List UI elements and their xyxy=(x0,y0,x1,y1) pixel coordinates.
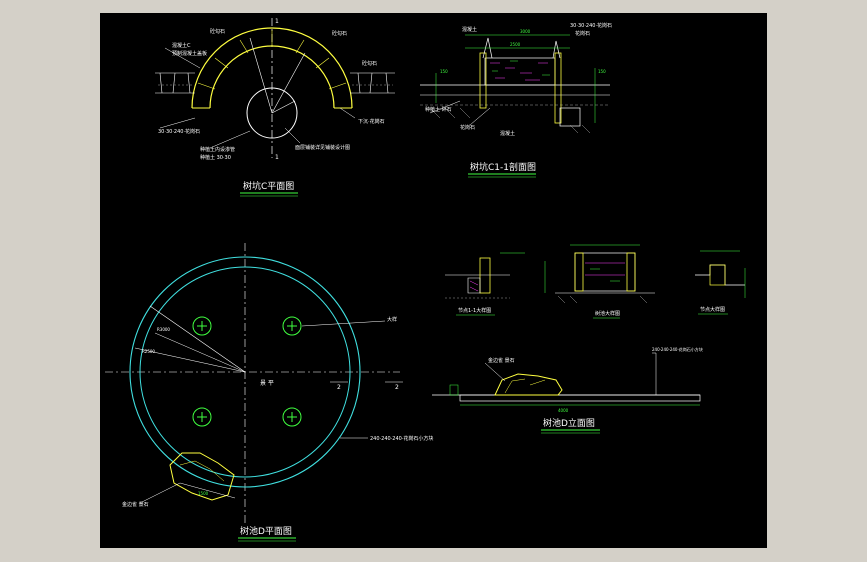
title-tree-pit-c-plan: 树坑C平面图 xyxy=(243,180,294,192)
title-tree-pool-d-elevation: 树池D立面图 xyxy=(543,417,595,429)
inner-ring xyxy=(139,266,351,478)
annotation-c2: 金边雀 景石 xyxy=(488,357,515,364)
section-mark-top: 1 xyxy=(275,18,279,25)
tree-pool-d-elevation: 金边雀 景石 240·240·240·花岗石小方块 4000 树池D立面图 xyxy=(432,346,703,434)
tree-symbols xyxy=(192,316,302,427)
svg-text:3000: 3000 xyxy=(520,29,531,34)
annotation-a8: 种植土内设渗管 xyxy=(200,146,235,153)
detail-1: 节点1-1大样图 xyxy=(445,252,525,316)
annotation-a11: 下沉·花岗石 xyxy=(358,118,385,125)
annotation-d2: 花岗石 xyxy=(460,124,475,131)
detail-3: 节点大样图 xyxy=(695,250,746,315)
title-tree-pool-d-plan: 树池D平面图 xyxy=(240,525,292,537)
annotation-c3: 4000 xyxy=(558,408,569,413)
svg-text:150: 150 xyxy=(598,69,606,74)
detail-sections: 节点1-1大样图 树池大样图 xyxy=(445,244,746,319)
annotation-d1: 种植土·碎石 xyxy=(425,106,452,113)
annotation-c1: 240·240·240·花岗石小方块 xyxy=(652,346,703,352)
annotation-b8: R2500 xyxy=(142,349,155,354)
annotation-b2: 240·240·240·花岗石小方块 xyxy=(370,435,433,442)
annotation-a10: 面层铺装详见铺装设计图 xyxy=(295,144,350,151)
annotation-a1: 砼勾石 xyxy=(210,28,225,35)
detail-2: 树池大样图 xyxy=(544,244,655,319)
svg-text:150: 150 xyxy=(440,69,448,74)
outer-arch xyxy=(191,27,353,109)
tree-pit-c-plan: 砼勾石 砼勾石 砼勾石 混凝土C 预制混凝土盖板 30·30·240·花岗石 种… xyxy=(155,18,395,197)
outer-ring xyxy=(129,256,361,488)
svg-text:1500: 1500 xyxy=(198,491,209,496)
annotation-a6: 混凝土 xyxy=(462,26,477,33)
svg-text:2500: 2500 xyxy=(510,42,521,47)
title-detail-1: 节点1-1大样图 xyxy=(458,307,491,314)
title-detail-3: 节点大样图 xyxy=(700,306,725,313)
landscape-rock xyxy=(169,452,235,501)
annotation-a5: 预制混凝土盖板 xyxy=(172,50,207,57)
tree-pit-c-section: 3000 2500 150 150 混凝土 30·30·240·花岗石 花岗石 … xyxy=(420,22,612,178)
annotation-b7: R3000 xyxy=(157,327,170,332)
annotation-b3: 金边雀 景石 xyxy=(122,501,149,508)
annotation-a9: 种植土 30·30 xyxy=(200,154,231,161)
annotation-b5: 2 xyxy=(337,384,341,391)
annotation-a2: 砼勾石 xyxy=(332,30,347,37)
annotation-d3: 混凝土 xyxy=(500,130,515,137)
tree-pool-d-plan: R3000 R2500 大样 景 平 2 2 xyxy=(105,243,433,542)
model-space-viewport[interactable]: 砼勾石 砼勾石 砼勾石 混凝土C 预制混凝土盖板 30·30·240·花岗石 种… xyxy=(100,13,767,548)
elevation-rock xyxy=(494,373,563,396)
annotation-b6: 2 xyxy=(395,384,399,391)
annotation-b1: 大样 xyxy=(387,316,397,323)
tree-circle xyxy=(246,87,298,139)
annotation-b4: 景 平 xyxy=(260,380,274,387)
annotation-e2: 花岗石 xyxy=(575,30,590,37)
annotation-a4: 混凝土C xyxy=(172,42,191,49)
annotation-e1: 30·30·240·花岗石 xyxy=(570,22,612,29)
section-mark-bottom: 1 xyxy=(275,154,279,161)
cad-drawing: 砼勾石 砼勾石 砼勾石 混凝土C 预制混凝土盖板 30·30·240·花岗石 种… xyxy=(105,18,746,542)
annotation-a7: 30·30·240·花岗石 xyxy=(158,128,200,135)
annotation-a3: 砼勾石 xyxy=(362,60,377,67)
title-detail-2: 树池大样图 xyxy=(595,310,620,317)
title-tree-pit-c-section: 树坑C1-1剖面图 xyxy=(470,161,536,173)
